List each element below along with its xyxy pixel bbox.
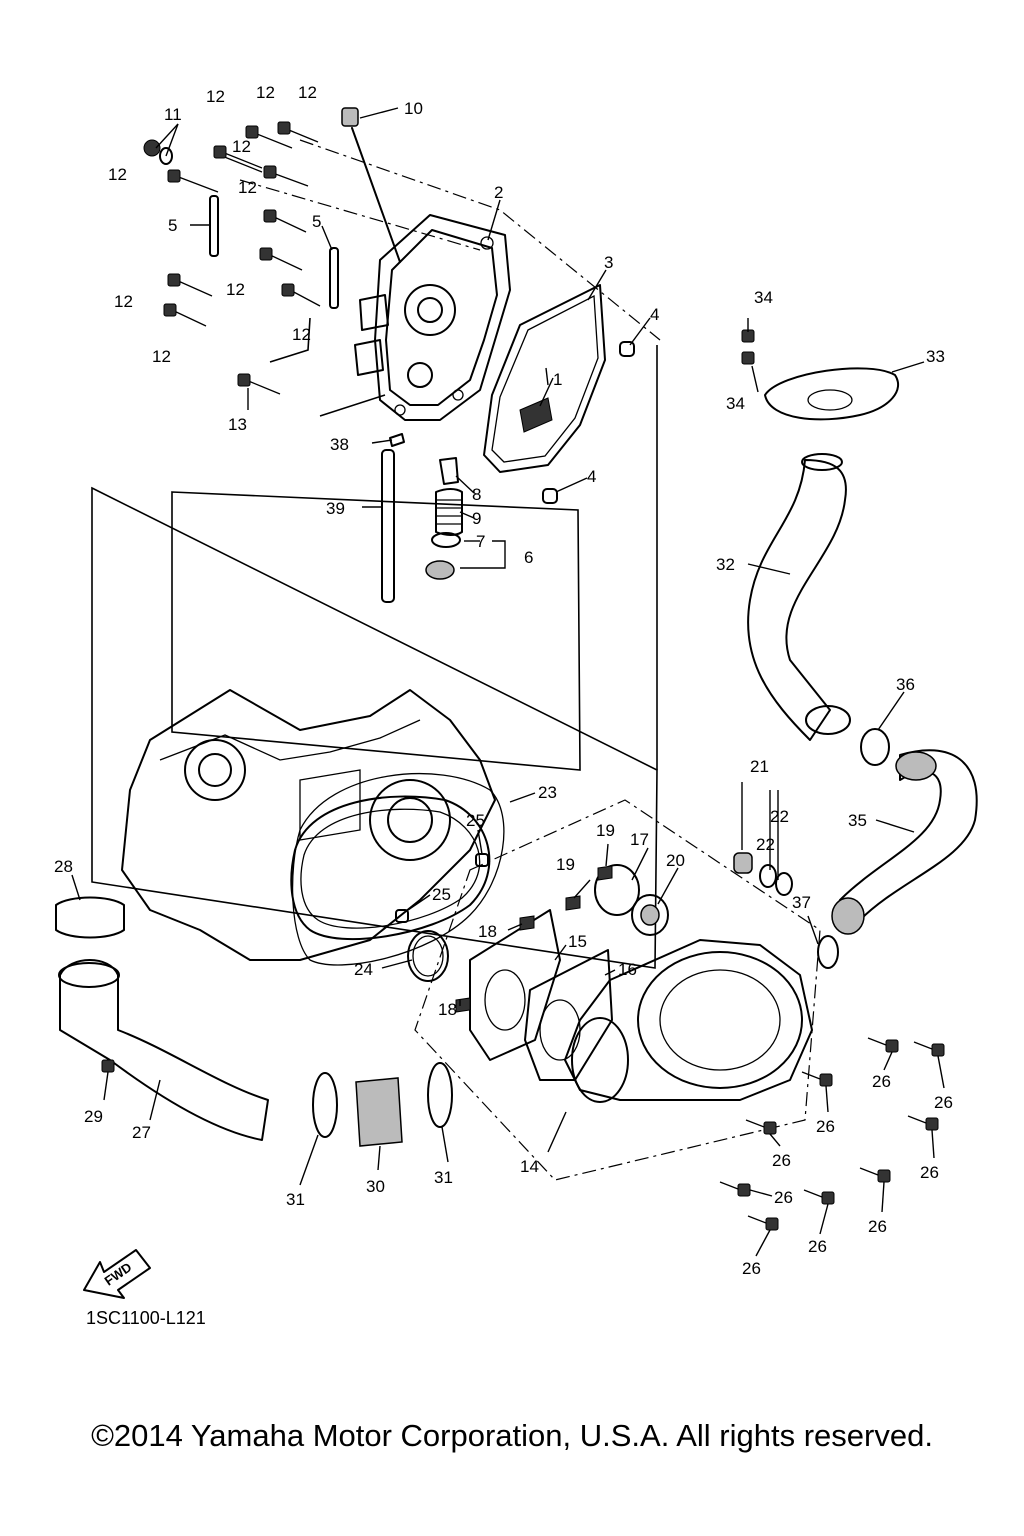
callout-12f: 12: [238, 178, 257, 197]
callout-27: 27: [132, 1123, 151, 1142]
callout-12j: 12: [152, 347, 171, 366]
assembly-frame-lines: [91, 139, 661, 969]
callout-19a: 19: [596, 821, 615, 840]
callout-18b: 18: [438, 1000, 457, 1019]
callout-34b: 34: [726, 394, 745, 413]
callout-19b: 19: [556, 855, 575, 874]
callout-12g: 12: [226, 280, 245, 299]
callout-5b: 5: [312, 212, 321, 231]
callout-17: 17: [630, 830, 649, 849]
callout-6: 6: [524, 548, 533, 567]
callout-14: 14: [520, 1157, 539, 1176]
drain-plug: [143, 139, 173, 165]
callout-26i: 26: [742, 1259, 761, 1278]
callout-13: 13: [228, 415, 247, 434]
callout-25b: 25: [432, 885, 451, 904]
callout-26f: 26: [868, 1217, 887, 1236]
air-duct-lower: [817, 728, 978, 969]
fwd-label: FWD: [102, 1259, 135, 1288]
oil-dipstick: [341, 107, 401, 263]
callout-34a: 34: [754, 288, 773, 307]
callout-25a: 25: [466, 811, 485, 830]
callout-31b: 31: [434, 1168, 453, 1187]
callout-12h: 12: [114, 292, 133, 311]
crankcase-cover: [354, 214, 511, 421]
callout-10: 10: [404, 99, 423, 118]
callout-32: 32: [716, 555, 735, 574]
callout-labels: 1 2 3 4 4 5 5 6 7 8 9 10 11 12 12 12 12 …: [54, 83, 953, 1278]
callout-26h: 26: [808, 1237, 827, 1256]
figure-code: 1SC1100-L121: [86, 1308, 206, 1328]
callout-26c: 26: [816, 1117, 835, 1136]
callout-28: 28: [54, 857, 73, 876]
fwd-arrow-icon: FWD: [83, 1249, 151, 1299]
oil-strainer-parts: [425, 457, 463, 580]
oil-pipe: [381, 433, 405, 603]
callout-2: 2: [494, 183, 503, 202]
callout-21: 21: [750, 757, 769, 776]
callout-9: 9: [472, 509, 481, 528]
callout-36: 36: [896, 675, 915, 694]
callout-15: 15: [568, 932, 587, 951]
callout-1: 1: [553, 370, 562, 389]
callout-12i: 12: [292, 325, 311, 344]
callout-26g: 26: [774, 1188, 793, 1207]
callout-12e: 12: [108, 165, 127, 184]
air-duct-upper: [741, 329, 900, 741]
callout-5a: 5: [168, 216, 177, 235]
callout-33: 33: [926, 347, 945, 366]
callout-12d: 12: [232, 137, 251, 156]
callout-8: 8: [472, 485, 481, 504]
callout-16: 16: [618, 960, 637, 979]
callout-4a: 4: [650, 305, 659, 324]
crankcase-gasket: [291, 773, 505, 966]
parts-diagram: 1 2 3 4 4 5 5 6 7 8 9 10 11 12 12 12 12 …: [54, 83, 978, 1299]
callout-12c: 12: [298, 83, 317, 102]
callout-23: 23: [538, 783, 557, 802]
callout-29: 29: [84, 1107, 103, 1126]
cover-assembly-region: [414, 799, 821, 1181]
callout-26a: 26: [872, 1072, 891, 1091]
crankcase: [121, 689, 496, 961]
callout-24: 24: [354, 960, 373, 979]
air-duct-front: [55, 896, 269, 1141]
callout-12a: 12: [206, 87, 225, 106]
cover-gasket: [483, 284, 606, 473]
cover-bolts: [163, 121, 321, 395]
locating-pins: [209, 195, 339, 309]
callout-30: 30: [366, 1177, 385, 1196]
copyright-notice: ©2014 Yamaha Motor Corporation, U.S.A. A…: [91, 1418, 933, 1453]
callout-7: 7: [476, 532, 485, 551]
callout-18a: 18: [478, 922, 497, 941]
cover-bolts-26: [719, 1037, 945, 1231]
intake-joint: [312, 1062, 453, 1147]
callout-3: 3: [604, 253, 613, 272]
callout-26b: 26: [934, 1093, 953, 1112]
seal-parts: [455, 852, 793, 1013]
callout-22a: 22: [770, 807, 789, 826]
callout-4b: 4: [587, 467, 596, 486]
callout-38: 38: [330, 435, 349, 454]
dowel-pins: [542, 341, 635, 504]
v-belt-cover: [564, 939, 813, 1103]
callout-11: 11: [164, 105, 182, 124]
callout-20: 20: [666, 851, 685, 870]
callout-31a: 31: [286, 1190, 305, 1209]
o-ring: [407, 930, 449, 982]
callout-35: 35: [848, 811, 867, 830]
callout-12b: 12: [256, 83, 275, 102]
callout-39: 39: [326, 499, 345, 518]
leader-lines: [71, 107, 945, 1257]
callout-26d: 26: [920, 1163, 939, 1182]
callout-22b: 22: [756, 835, 775, 854]
callout-37: 37: [792, 893, 811, 912]
callout-26e: 26: [772, 1151, 791, 1170]
